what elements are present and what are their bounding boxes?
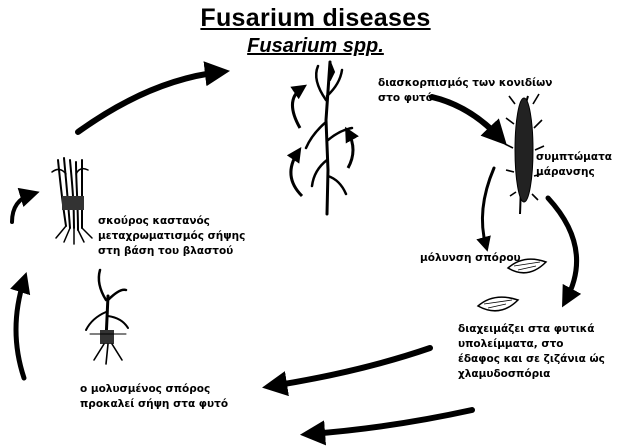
curved-arrow-plant-lower [291, 152, 302, 196]
arrow-to-overwintering [548, 198, 577, 300]
label-wilt-symptoms: συμπτώματα μάρανσης [536, 150, 612, 180]
label-overwinters: διαχειμάζει στα φυτικά υπολείμματα, στο … [458, 322, 605, 382]
label-seed-infection: μόλυνση σπόρου [420, 251, 521, 266]
arrow-to-stem-rot [12, 194, 32, 222]
infected-wheat-plant-illustration [306, 62, 352, 214]
curved-arrow-plant-right [348, 132, 353, 168]
label-conidia-dispersal: διασκορπισμός των κονιδίων στο φυτό [378, 76, 552, 106]
overwintering-debris-seed-illustration [478, 297, 518, 311]
arrow-to-infected-seed-bottom [310, 410, 472, 434]
arrow-to-seed-infection [482, 168, 494, 246]
seedling-with-rot-illustration [86, 270, 128, 364]
curved-arrow-plant-upper [292, 88, 302, 128]
arrow-to-seedling [16, 280, 24, 378]
arrow-to-infected-seed-left [272, 348, 430, 386]
diseased-stem-base-illustration [52, 158, 92, 244]
arrow-to-infected-plant [78, 72, 220, 132]
label-stem-base-rot: σκούρος καστανός μεταχρωματισμός σήψης σ… [98, 214, 245, 259]
label-infected-seed: ο μολυσμένος σπόρος προκαλεί σήψη στα φυ… [80, 382, 228, 412]
